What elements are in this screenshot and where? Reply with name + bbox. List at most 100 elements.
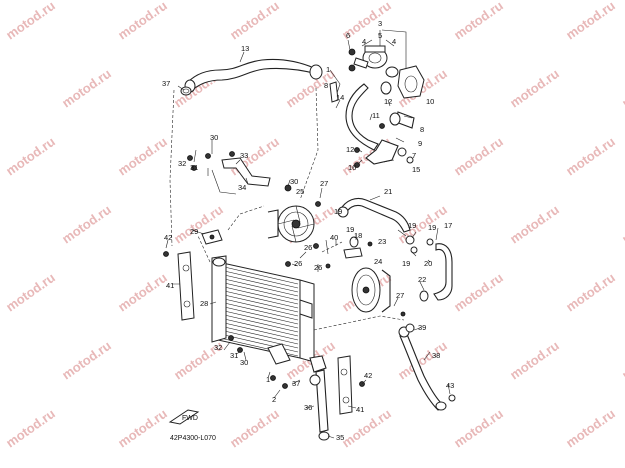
radiator-fin [219, 293, 299, 313]
callout-29: 29 [190, 227, 198, 236]
callout-31-low: 31 [230, 351, 238, 360]
bracket-33 [205, 151, 271, 195]
thermostat-assembly [348, 45, 425, 99]
callout-17: 17 [444, 221, 452, 230]
callout-26-c: 26 [314, 263, 322, 272]
watermark-text: motod.ru [59, 66, 114, 111]
callout-39: 39 [418, 323, 426, 332]
callout-19-a: 19 [334, 207, 342, 216]
radiator-fin [219, 313, 299, 333]
radiator-fin [219, 329, 299, 349]
callout-26-b: 26 [294, 259, 302, 268]
watermark-text: motod.ru [619, 66, 625, 111]
radiator-fin [219, 325, 299, 345]
callout-19-c: 19 [428, 223, 436, 232]
callout-16: 16 [348, 163, 356, 172]
watermark-text: motod.ru [3, 406, 58, 451]
radiator-fin [219, 309, 299, 329]
watermark-text: motod.ru [227, 406, 282, 451]
callout-35: 35 [336, 433, 344, 442]
callout-3: 3 [378, 19, 382, 28]
callout-32-low: 32 [214, 343, 222, 352]
callout-15: 15 [412, 165, 420, 174]
watermark-text: motod.ru [619, 338, 625, 383]
callout-37-upper: 37 [162, 79, 170, 88]
hose-21 [337, 197, 411, 233]
radiator-fin [219, 321, 299, 341]
watermark-text: motod.ru [3, 134, 58, 179]
callout-21: 21 [384, 187, 392, 196]
fan-24 [351, 267, 391, 313]
watermark-text: motod.ru [563, 0, 618, 42]
callout-31-top: 31 [190, 163, 198, 172]
callout-8: 8 [420, 125, 424, 134]
callout-40: 40 [330, 233, 338, 242]
callout-1: 1 [326, 65, 330, 74]
callout-1-low: 1 [266, 375, 270, 384]
watermark-text: motod.ru [59, 202, 114, 247]
callout-14: 14 [336, 93, 344, 102]
fwd-label: FWD [182, 415, 198, 422]
callout-24: 24 [374, 257, 382, 266]
callout-28: 28 [200, 299, 208, 308]
fan-25 [267, 205, 315, 243]
callout-10: 10 [426, 97, 434, 106]
watermark-text: motod.ru [3, 270, 58, 315]
callout-30-mid: 30 [290, 177, 298, 186]
radiator-fin [219, 317, 299, 337]
lower-fittings [267, 343, 330, 441]
callout-4: 4 [362, 37, 366, 46]
callout-7: 7 [412, 151, 416, 160]
watermark-text: motod.ru [507, 338, 562, 383]
bracket-41-left [177, 251, 195, 321]
radiator-fin [219, 269, 299, 289]
radiator-fin [219, 281, 299, 301]
watermark-text: motod.ru [619, 202, 625, 247]
callout-11: 11 [372, 111, 380, 120]
watermark-text: motod.ru [563, 134, 618, 179]
watermark-text: motod.ru [563, 270, 618, 315]
callout-18: 18 [354, 231, 362, 240]
coolant-pipes [329, 69, 415, 168]
radiator-fin [219, 301, 299, 321]
callout-41-right: 41 [356, 405, 364, 414]
hose-17 [433, 243, 453, 301]
callout-30-top: 30 [210, 133, 218, 142]
radiator-fin [219, 273, 299, 293]
callout-13: 13 [241, 44, 249, 53]
bracket-29 [201, 229, 223, 245]
callout-27-top: 27 [320, 179, 328, 188]
watermark-text: motod.ru [227, 134, 282, 179]
callout-19-b: 19 [408, 221, 416, 230]
forward-arrow-icon: FWD [168, 409, 200, 425]
watermark-text: motod.ru [115, 134, 170, 179]
callout-5: 5 [378, 31, 382, 40]
callout-22: 22 [418, 275, 426, 284]
callout-12-top: 12 [384, 97, 392, 106]
diagram-code: 42P4300-L070 [170, 435, 216, 442]
watermark-text: motod.ru [507, 66, 562, 111]
watermark-text: motod.ru [451, 134, 506, 179]
watermark-text: motod.ru [507, 202, 562, 247]
callout-23: 23 [378, 237, 386, 246]
watermark-text: motod.ru [3, 0, 58, 42]
callout-12-mid: 12 [346, 145, 354, 154]
callout-34: 34 [238, 183, 246, 192]
callout-38: 38 [432, 351, 440, 360]
watermark-text: motod.ru [115, 0, 170, 42]
callout-4b: 4 [392, 37, 396, 46]
radiator-fin [219, 297, 299, 317]
callout-26-a: 26 [304, 243, 312, 252]
callout-36: 36 [304, 403, 312, 412]
radiator-fin [219, 277, 299, 297]
callout-20: 20 [424, 259, 432, 268]
callout-9: 9 [418, 139, 422, 148]
callout-42-right: 42 [364, 371, 372, 380]
radiator-core [211, 255, 315, 363]
callout-33: 33 [240, 151, 248, 160]
callout-25: 25 [296, 187, 304, 196]
callout-37-low: 37 [292, 379, 300, 388]
watermark-text: motod.ru [115, 270, 170, 315]
leader-lines [165, 29, 451, 439]
